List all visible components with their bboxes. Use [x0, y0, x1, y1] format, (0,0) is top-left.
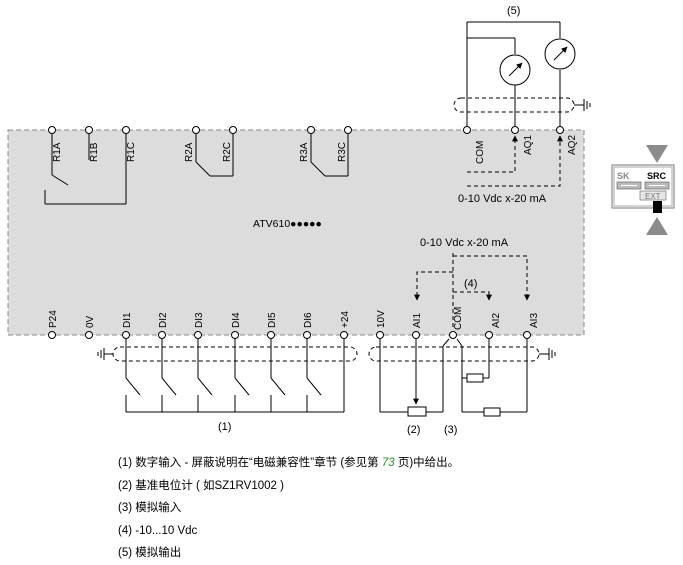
- callout-2: (2): [407, 424, 420, 436]
- resistor-ai2: [466, 373, 484, 383]
- callout-3: (3): [444, 424, 457, 436]
- label-r3c: R3C: [337, 142, 348, 162]
- terminal-r1c: [122, 126, 130, 134]
- analog-input-range: 0-10 Vdc x-20 mA: [420, 237, 509, 249]
- terminal-com-out: [463, 126, 471, 134]
- terminal-di1: [122, 331, 130, 339]
- terminal-r2a: [192, 126, 200, 134]
- terminal-di5: [267, 331, 275, 339]
- note-5: (5) 模拟输出: [118, 547, 182, 560]
- label-r2c: R2C: [222, 142, 233, 162]
- callout-4: (4): [464, 278, 477, 290]
- label-di4: DI4: [231, 312, 242, 328]
- label-com-in: COM: [453, 307, 464, 330]
- analog-output-range: 0-10 Vdc x-20 mA: [458, 193, 547, 205]
- label-0v: 0V: [85, 315, 96, 328]
- note-3: (3) 模拟输入: [118, 502, 182, 515]
- sink-source-switch: SK SRC EXT: [611, 145, 675, 235]
- resistor-ai3: [483, 407, 501, 417]
- terminal-di3: [194, 331, 202, 339]
- arrow-up-icon: [646, 217, 668, 235]
- terminal-r3a: [307, 126, 315, 134]
- switch-slider: [653, 201, 662, 213]
- switch-sk: SK: [617, 171, 630, 181]
- terminal-ai2: [485, 331, 493, 339]
- label-r2a: R2A: [184, 142, 195, 162]
- drive-panel: [7, 129, 585, 336]
- shield-top: [453, 97, 575, 113]
- label-ai1: AI1: [412, 313, 423, 328]
- callout-1: (1): [218, 421, 231, 433]
- switch-src: SRC: [647, 171, 667, 181]
- note-2: (2) 基准电位计 ( 如SZ1RV1002 ): [118, 479, 284, 492]
- label-r1b: R1B: [89, 142, 100, 162]
- terminal-r2c: [229, 126, 237, 134]
- terminal-di2: [158, 331, 166, 339]
- note-4: (4) -10...10 Vdc: [118, 524, 198, 537]
- label-ai2: AI2: [491, 313, 502, 328]
- terminal-r1b: [85, 126, 93, 134]
- terminal-p24: [48, 331, 56, 339]
- label-di6: DI6: [303, 312, 314, 328]
- terminal-r3c: [344, 126, 352, 134]
- terminal-ai1: [412, 331, 420, 339]
- label-p24: P24: [48, 310, 59, 328]
- arrow-down-icon: [646, 145, 668, 163]
- terminal-r1a: [48, 126, 56, 134]
- label-di3: DI3: [194, 312, 205, 328]
- shield-analog: [368, 346, 540, 362]
- label-aq1: AQ1: [523, 135, 534, 155]
- terminal-10v: [376, 331, 384, 339]
- switch-ext: EXT: [645, 192, 661, 201]
- page-link[interactable]: 73: [381, 457, 395, 469]
- potentiometer: [407, 406, 427, 417]
- label-di5: DI5: [267, 312, 278, 328]
- callout-5: (5): [507, 5, 520, 17]
- terminal-plus24: [340, 331, 348, 339]
- label-plus24: +24: [340, 311, 351, 328]
- terminal-di6: [303, 331, 311, 339]
- note-1: (1) 数字输入 - 屏蔽说明在“电磁兼容性”章节 (参见第 73 页)中给出。: [118, 457, 460, 469]
- label-di1: DI1: [122, 312, 133, 328]
- terminal-ai3: [523, 331, 531, 339]
- wiring-diagram: ATV610●●●●● R1A R1B R1C R2A R2C R3A R3C …: [7, 5, 675, 436]
- label-di2: DI2: [158, 312, 169, 328]
- label-com-out: COM: [475, 141, 486, 164]
- drive-label: ATV610●●●●●: [253, 218, 322, 230]
- terminal-aq1: [511, 126, 519, 134]
- label-ai3: AI3: [529, 313, 540, 328]
- label-10v: 10V: [376, 310, 387, 328]
- label-r3a: R3A: [299, 142, 310, 162]
- terminal-com-in: [449, 331, 457, 339]
- terminal-aq2: [556, 126, 564, 134]
- label-r1c: R1C: [126, 142, 137, 162]
- label-r1a: R1A: [52, 142, 63, 162]
- notes-list: (1) 数字输入 - 屏蔽说明在“电磁兼容性”章节 (参见第 73 页)中给出。…: [118, 452, 459, 565]
- terminal-di4: [231, 331, 239, 339]
- label-aq2: AQ2: [567, 135, 578, 155]
- terminal-0v: [85, 331, 93, 339]
